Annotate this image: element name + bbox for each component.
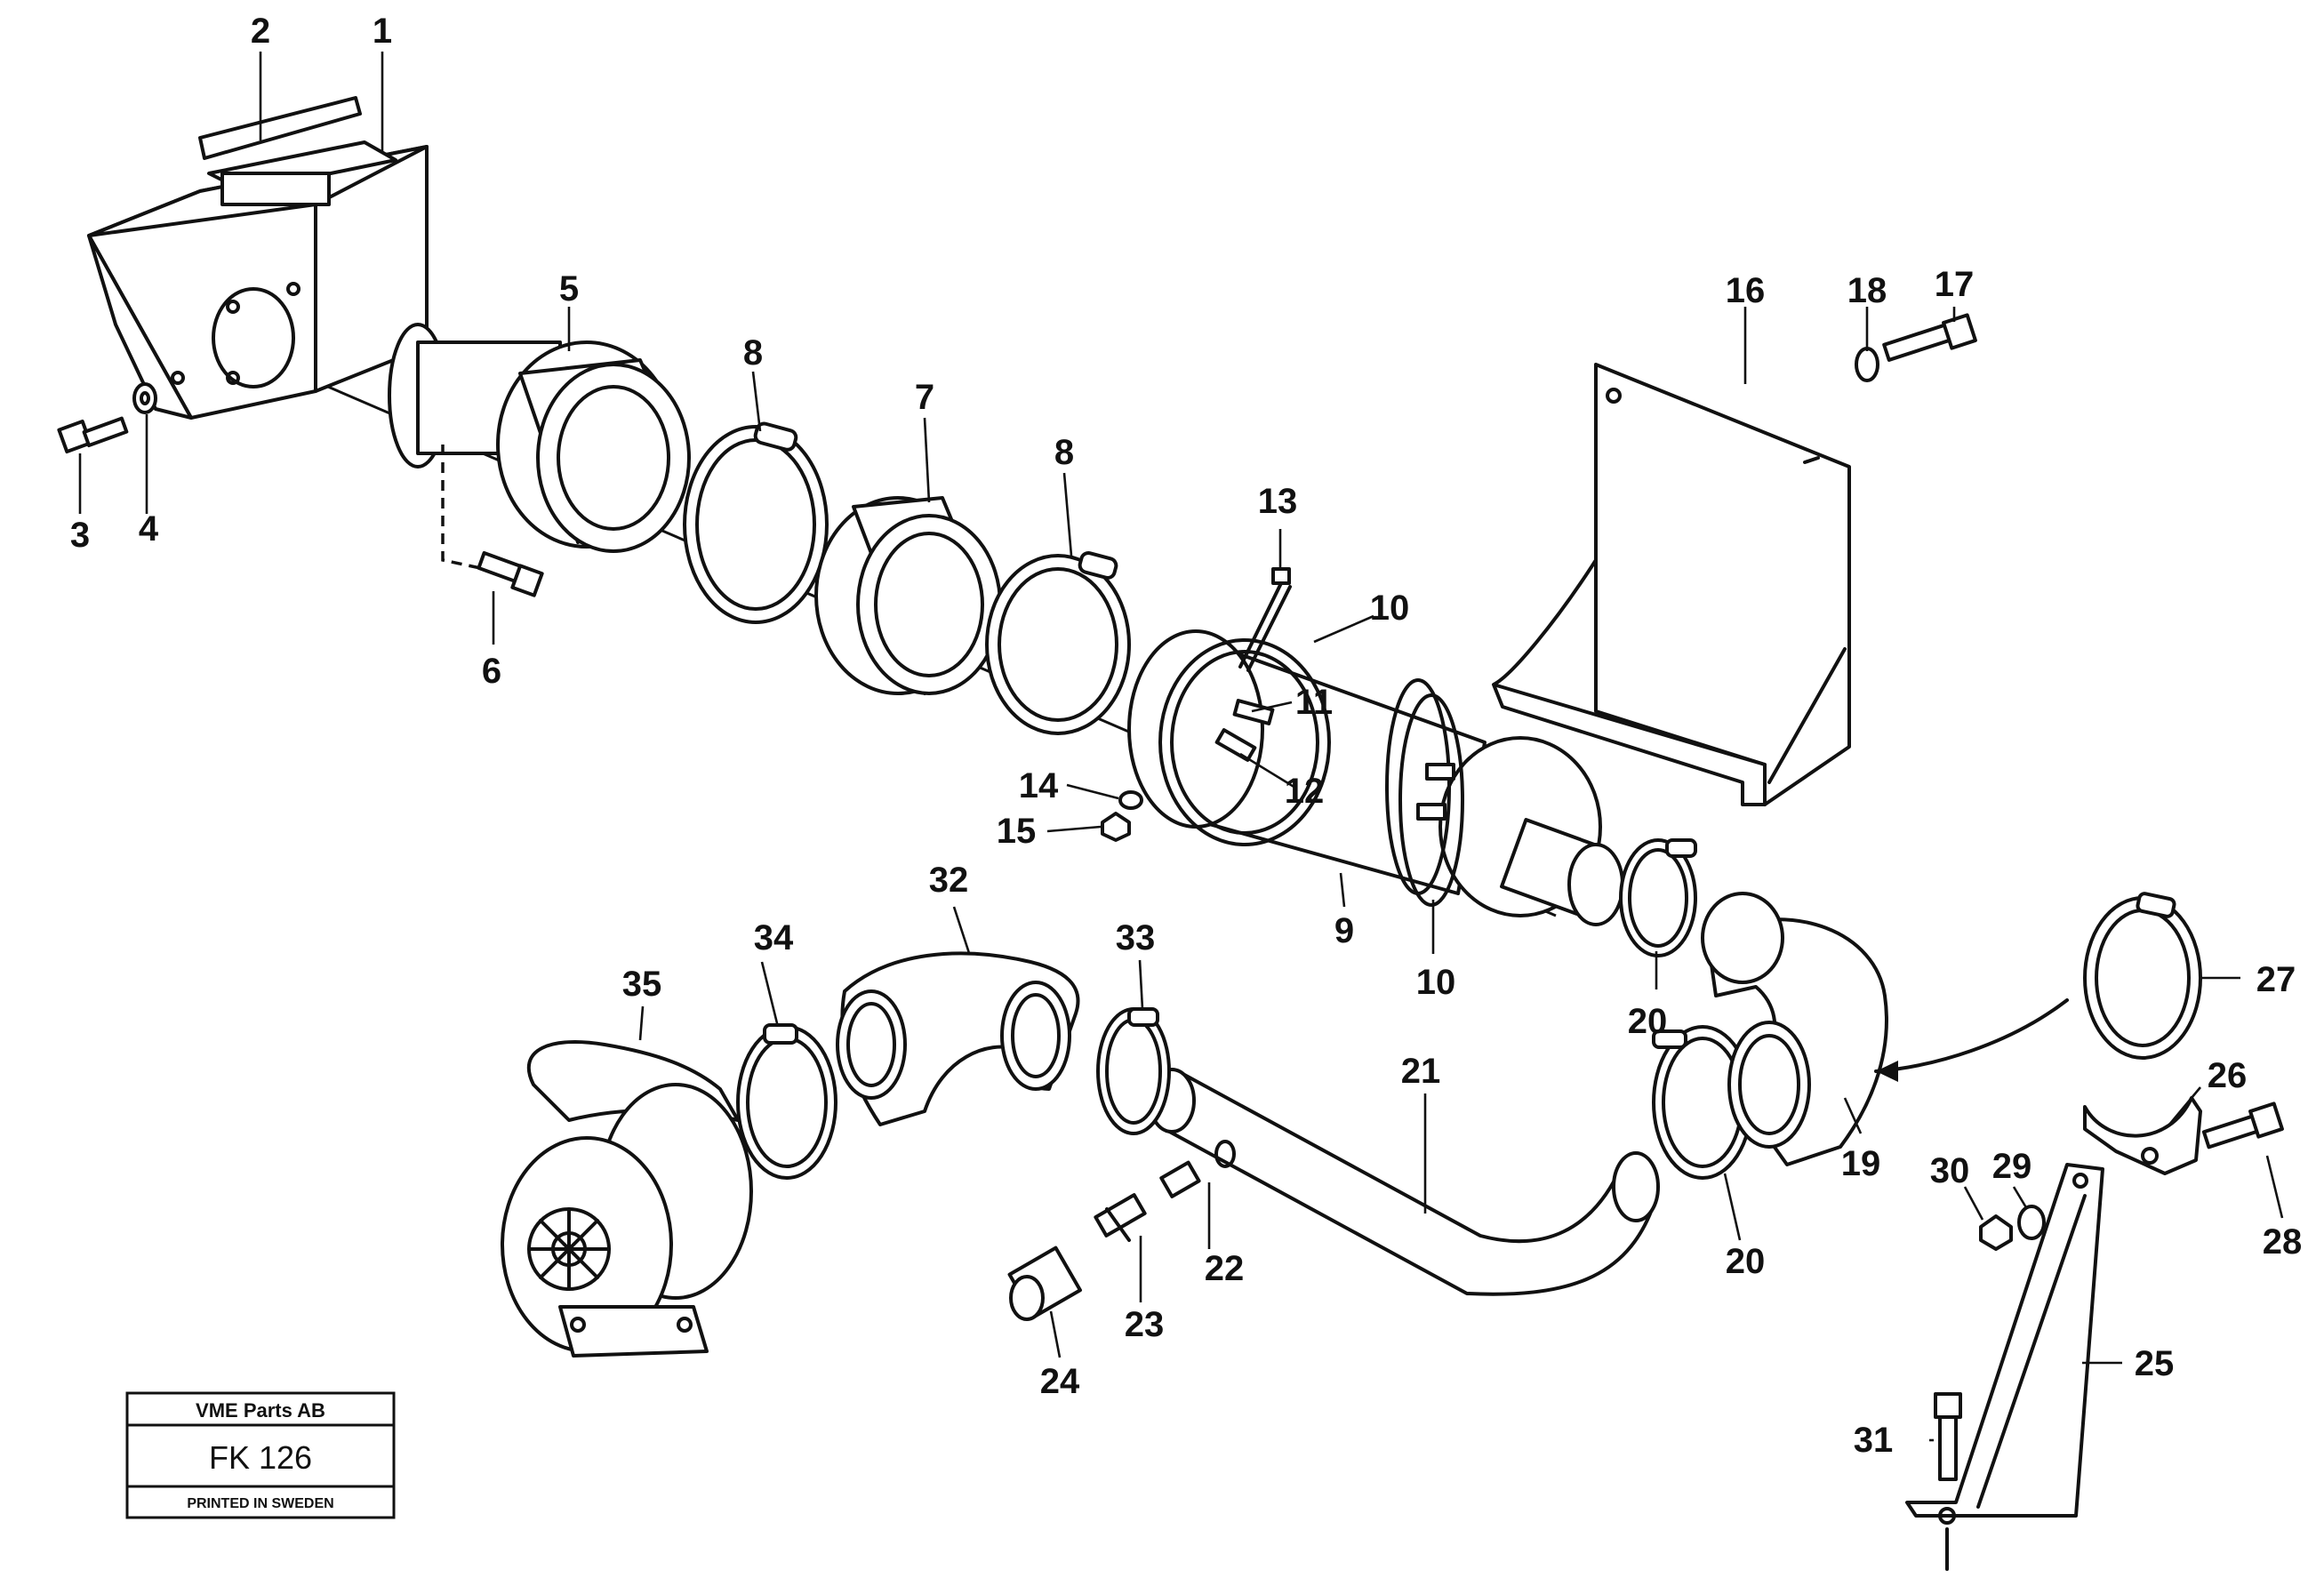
label-6: 6 xyxy=(482,652,501,691)
hose-clamp-20a xyxy=(1619,838,1697,957)
label-7: 7 xyxy=(915,378,934,417)
stamp-code: FK 126 xyxy=(209,1439,312,1476)
label-12: 12 xyxy=(1285,772,1325,811)
label-31: 31 xyxy=(1854,1421,1894,1460)
assembly-arrow xyxy=(1874,998,2069,1073)
bolt-13 xyxy=(1238,567,1292,672)
connector-24 xyxy=(1007,1246,1082,1321)
adapter-pipe xyxy=(388,323,691,553)
label-22: 22 xyxy=(1205,1249,1245,1288)
label-15: 15 xyxy=(997,812,1037,851)
washer-14 xyxy=(1118,790,1143,810)
stud-12 xyxy=(1214,728,1257,762)
support-strut xyxy=(1905,1163,2104,1571)
hose-clamp-8a xyxy=(683,421,829,624)
label-18: 18 xyxy=(1847,271,1887,310)
hose-clamp-8b xyxy=(985,550,1131,735)
label-3: 3 xyxy=(70,516,90,555)
label-2: 2 xyxy=(251,12,270,51)
stamp-printed: PRINTED IN SWEDEN xyxy=(187,1496,333,1511)
nut-15 xyxy=(1101,812,1131,842)
part-number-labels: 1 2 3 4 5 6 7 8 8 9 10 10 11 12 13 14 15… xyxy=(70,12,2302,1460)
washer-4 xyxy=(132,382,157,414)
air-cleaner-canister xyxy=(1127,629,1624,926)
label-10a: 10 xyxy=(1370,589,1410,628)
label-1: 1 xyxy=(373,12,392,51)
saddle-bracket xyxy=(2083,1096,2202,1175)
label-20a: 20 xyxy=(1628,1002,1668,1041)
label-29: 29 xyxy=(1992,1147,2032,1186)
label-16: 16 xyxy=(1726,271,1766,310)
label-27: 27 xyxy=(2256,960,2296,999)
title-stamp: VME Parts AB FK 126 PRINTED IN SWEDEN xyxy=(125,1391,396,1519)
bolt-6 xyxy=(477,550,544,597)
elbow-hose-32 xyxy=(836,951,1080,1126)
hose-clamp-34 xyxy=(736,1023,837,1180)
label-10b: 10 xyxy=(1416,963,1456,1002)
label-23: 23 xyxy=(1125,1305,1165,1344)
arrow-head xyxy=(1876,1061,1898,1082)
intake-pipe xyxy=(1148,1068,1660,1296)
stud-11 xyxy=(1232,699,1275,725)
washer-18 xyxy=(1855,347,1879,382)
bolt-17 xyxy=(1882,313,1977,362)
band-clamp-10a xyxy=(1158,638,1331,846)
adapter-22 xyxy=(1159,1140,1236,1198)
label-14: 14 xyxy=(1019,766,1059,805)
rubber-sleeve xyxy=(814,496,1002,695)
bolt-31 xyxy=(1934,1392,1962,1481)
label-20b: 20 xyxy=(1726,1242,1766,1281)
label-5: 5 xyxy=(559,269,579,308)
label-34: 34 xyxy=(754,918,794,957)
label-25: 25 xyxy=(2135,1344,2175,1383)
turbocharger xyxy=(501,1040,753,1358)
label-24: 24 xyxy=(1040,1362,1080,1401)
seal-strip xyxy=(198,96,362,160)
label-32: 32 xyxy=(929,861,969,900)
label-11: 11 xyxy=(1295,683,1333,722)
hose-clamp-27 xyxy=(2083,892,2202,1060)
hose-clamp-20b xyxy=(1652,1025,1753,1180)
bolt-6-guide xyxy=(441,445,485,571)
label-9: 9 xyxy=(1334,911,1354,950)
hose-clamp-33 xyxy=(1096,1007,1171,1135)
label-8a: 8 xyxy=(743,333,763,372)
washer-29 xyxy=(2017,1205,2046,1240)
bolt-3 xyxy=(57,416,129,454)
mounting-bracket xyxy=(1492,363,1851,806)
intake-housing xyxy=(87,140,429,420)
label-17: 17 xyxy=(1935,265,1975,304)
sensor-23 xyxy=(1094,1193,1147,1242)
label-33: 33 xyxy=(1116,918,1156,957)
label-4: 4 xyxy=(139,509,159,549)
label-28: 28 xyxy=(2263,1222,2303,1262)
label-26: 26 xyxy=(2208,1056,2248,1095)
label-21: 21 xyxy=(1401,1052,1441,1091)
label-8b: 8 xyxy=(1054,433,1074,472)
nut-30 xyxy=(1979,1214,2013,1251)
leader-lines xyxy=(78,52,2284,1442)
band-clamp-10b xyxy=(1398,693,1464,907)
label-30: 30 xyxy=(1930,1151,1970,1190)
stamp-company: VME Parts AB xyxy=(196,1399,325,1422)
bolt-28 xyxy=(2201,1101,2284,1149)
label-35: 35 xyxy=(622,965,662,1004)
elbow-hose xyxy=(1701,892,1888,1166)
label-19: 19 xyxy=(1841,1144,1881,1183)
label-13: 13 xyxy=(1258,482,1298,521)
